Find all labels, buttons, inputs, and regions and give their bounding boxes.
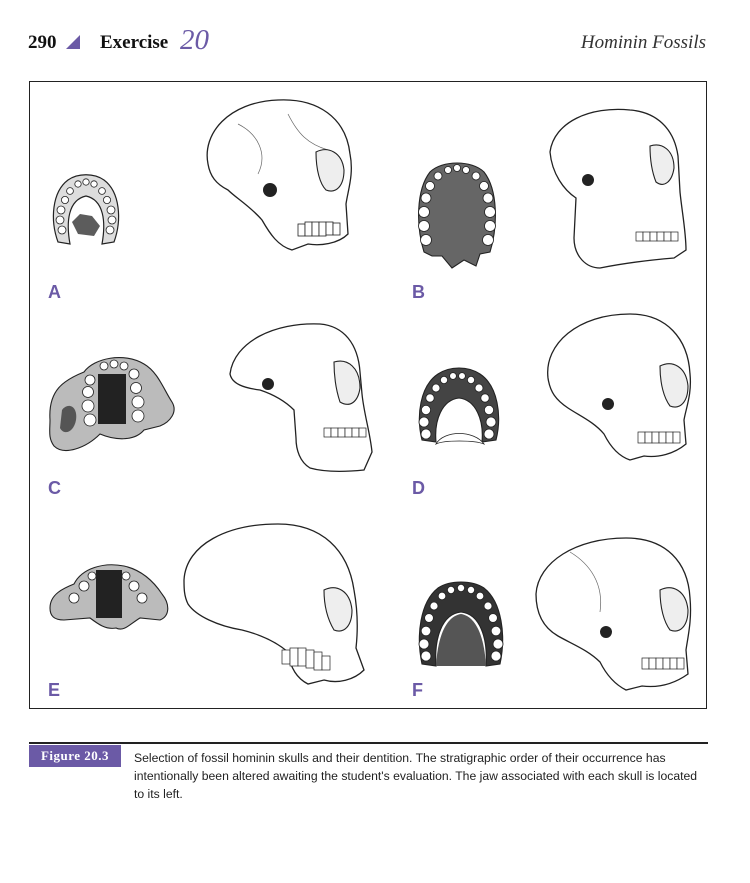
caption-rule [29, 742, 708, 744]
figure-frame: A B C D [29, 81, 707, 709]
jaw-e-illustration [49, 564, 169, 630]
jaw-a-illustration [52, 174, 120, 245]
figure-caption: Selection of fossil hominin skulls and t… [134, 751, 698, 801]
jaw-d-illustration [418, 367, 500, 445]
panel-letter-b: B [412, 282, 425, 302]
exercise-label: Exercise [100, 32, 169, 53]
panel-letter-f: F [412, 680, 423, 700]
skull-f-illustration [535, 537, 692, 691]
skull-d-illustration [547, 313, 692, 461]
panel-letter-d: D [412, 478, 425, 498]
jaw-c-illustration [49, 357, 175, 451]
panel-letter-e: E [48, 680, 61, 700]
skull-e-illustration [183, 523, 365, 685]
chapter-title: Hominin Fossils [580, 32, 706, 53]
skull-c-illustration [229, 323, 373, 472]
jaw-b-illustration [418, 162, 496, 269]
figure-label: Figure 20.3 [29, 745, 121, 767]
skull-a-illustration [206, 99, 352, 251]
triangle-marker-icon [66, 35, 80, 49]
panel-letter-a: A [48, 282, 61, 302]
skull-b-illustration [549, 108, 687, 269]
page-number: 290 [28, 32, 57, 53]
page-header: 290 Exercise 20 Hominin Fossils [28, 24, 706, 60]
exercise-number: 20 [180, 24, 209, 56]
jaw-f-illustration [418, 581, 504, 667]
panel-letter-c: C [48, 478, 61, 498]
